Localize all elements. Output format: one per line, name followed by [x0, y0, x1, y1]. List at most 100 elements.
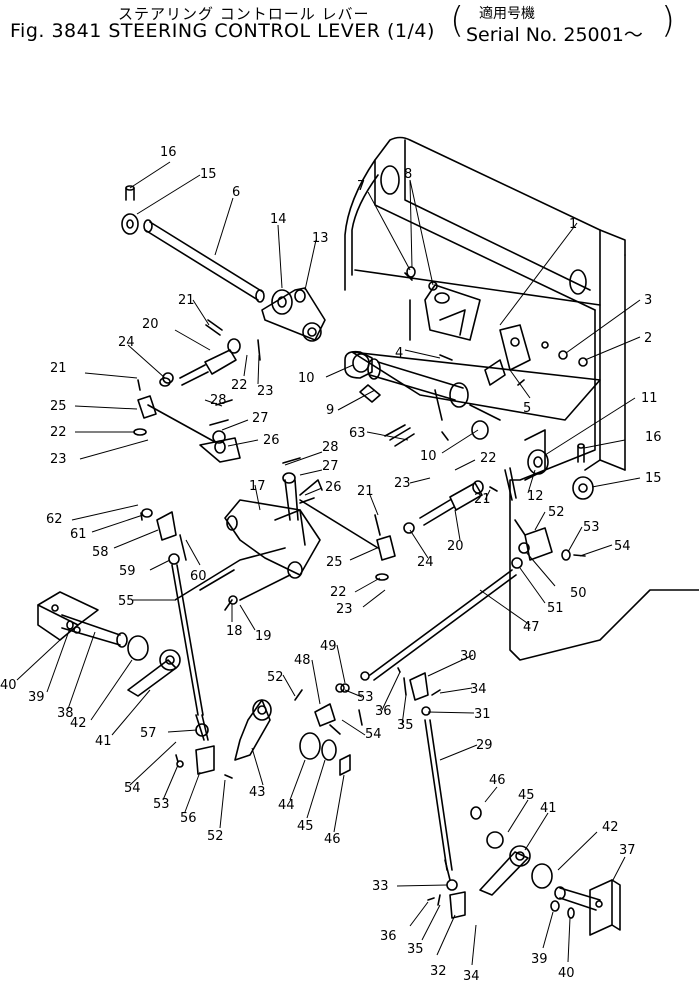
callout-24b: 24	[417, 555, 434, 570]
callout-41: 41	[95, 734, 112, 749]
callout-39: 39	[28, 690, 45, 705]
callout-15: 15	[200, 167, 217, 182]
callout-53b: 53	[153, 797, 170, 812]
callout-24: 24	[118, 335, 135, 350]
callout-18: 18	[226, 624, 243, 639]
callout-23c: 23	[394, 476, 411, 491]
callout-10: 10	[298, 371, 315, 386]
callout-49: 49	[320, 639, 337, 654]
upper-shaft-drawing	[121, 185, 293, 315]
callout-52: 52	[267, 670, 284, 685]
callout-2: 2	[644, 331, 652, 346]
callout-19: 19	[255, 629, 272, 644]
callout-46b: 46	[489, 773, 506, 788]
callout-7: 7	[357, 179, 365, 194]
callout-22: 22	[231, 378, 248, 393]
callout-35: 35	[397, 718, 414, 733]
callout-23d: 23	[336, 602, 353, 617]
right-bushing-drawing	[524, 429, 594, 500]
callout-32: 32	[430, 964, 447, 979]
callout-36: 36	[375, 704, 392, 719]
callout-1: 1	[569, 217, 577, 232]
callout-8: 8	[404, 167, 412, 182]
callout-21: 21	[178, 293, 195, 308]
right-shaft-assembly-drawing	[470, 806, 621, 936]
callout-45: 45	[297, 819, 314, 834]
callout-42: 42	[70, 716, 87, 731]
callout-16: 16	[160, 145, 177, 160]
upper-rod-end-drawing	[159, 319, 261, 387]
callout-21d: 21	[474, 492, 491, 507]
callout-25b: 25	[326, 555, 343, 570]
right-yoke-drawing	[514, 519, 586, 561]
callout-4: 4	[395, 346, 403, 361]
right-rod-end-drawing	[403, 467, 517, 534]
cylinder-assembly-drawing	[344, 350, 501, 447]
callout-15b: 15	[645, 471, 662, 486]
callout-26: 26	[263, 433, 280, 448]
callout-6: 6	[232, 185, 240, 200]
figure-title: Fig. 3841 STEERING CONTROL LEVER (1/4)	[10, 20, 435, 42]
callout-22d: 22	[330, 585, 347, 600]
callout-21c: 21	[357, 484, 374, 499]
callout-40: 40	[0, 678, 17, 693]
callout-13: 13	[312, 231, 329, 246]
callout-52c: 52	[548, 505, 565, 520]
callout-23b: 23	[50, 452, 67, 467]
upper-lever-drawing	[261, 287, 326, 342]
callout-27b: 27	[322, 459, 339, 474]
callout-55: 55	[118, 594, 135, 609]
callout-12: 12	[527, 489, 544, 504]
callout-52b: 52	[207, 829, 224, 844]
diagonal-rod-drawing	[360, 557, 523, 681]
callout-23: 23	[257, 384, 274, 399]
callout-26b: 26	[325, 480, 342, 495]
callout-54b: 54	[124, 781, 141, 796]
center-link-drawing	[174, 472, 323, 605]
callout-20b: 20	[447, 539, 464, 554]
callout-28b: 28	[322, 440, 339, 455]
callout-22c: 22	[480, 451, 497, 466]
callout-34: 34	[470, 682, 487, 697]
left-shaft-assembly-drawing	[37, 591, 181, 697]
callout-29: 29	[476, 738, 493, 753]
serial-number: Serial No. 25001～	[466, 24, 643, 46]
callout-48: 48	[294, 653, 311, 668]
callout-22b: 22	[50, 425, 67, 440]
callout-57: 57	[140, 726, 157, 741]
callout-44: 44	[278, 798, 295, 813]
callout-10b: 10	[420, 449, 437, 464]
left-lever-drawing	[133, 395, 241, 463]
callout-9: 9	[326, 403, 334, 418]
callout-39b: 39	[531, 952, 548, 967]
callout-63: 63	[349, 426, 366, 441]
callout-61: 61	[70, 527, 87, 542]
callout-28: 28	[210, 393, 227, 408]
callout-5: 5	[523, 401, 531, 416]
bracket-close: )	[661, 0, 676, 41]
callout-56: 56	[180, 811, 197, 826]
callout-43: 43	[249, 785, 266, 800]
callout-31: 31	[474, 707, 491, 722]
callout-27: 27	[252, 411, 269, 426]
callout-46: 46	[324, 832, 341, 847]
mid-yoke-drawing	[299, 499, 396, 581]
callout-16b: 16	[645, 430, 662, 445]
callout-17: 17	[249, 479, 266, 494]
left-long-rod-drawing	[140, 508, 215, 775]
callout-58: 58	[92, 545, 109, 560]
callout-37: 37	[619, 843, 636, 858]
callout-35b: 35	[407, 942, 424, 957]
small-hardware-drawing	[137, 266, 588, 779]
callout-54c: 54	[614, 539, 631, 554]
callout-45b: 45	[518, 788, 535, 803]
callout-38: 38	[57, 706, 74, 721]
callout-3: 3	[644, 293, 652, 308]
callout-21b: 21	[50, 361, 67, 376]
callout-14: 14	[270, 212, 287, 227]
callout-53c: 53	[583, 520, 600, 535]
callout-33: 33	[372, 879, 389, 894]
callout-62: 62	[46, 512, 63, 527]
leader-lines	[16, 161, 641, 966]
